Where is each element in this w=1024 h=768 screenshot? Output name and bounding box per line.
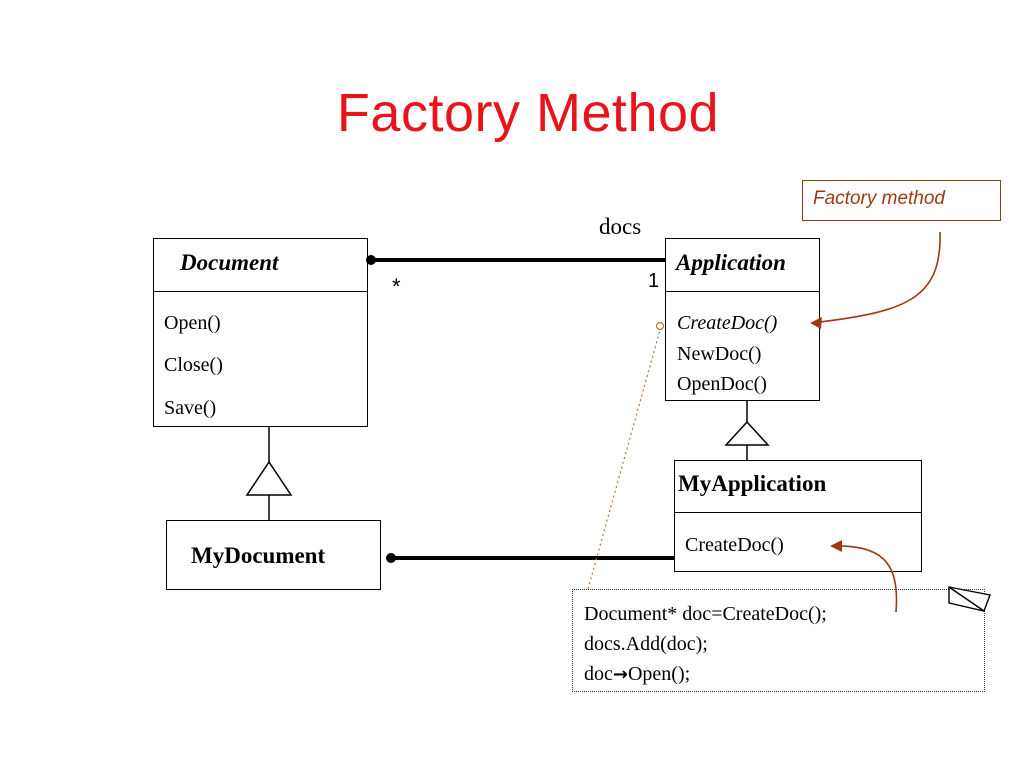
mydocument-class-name: MyDocument bbox=[191, 543, 326, 568]
note-line: doc→Open(); bbox=[584, 659, 984, 690]
note-line-rest: Open(); bbox=[627, 663, 691, 685]
code-note: Document* doc=CreateDoc(); docs.Add(doc)… bbox=[572, 589, 985, 692]
document-operation: Save() bbox=[164, 397, 217, 419]
note-anchor-line bbox=[587, 329, 661, 590]
note-line: docs.Add(doc); bbox=[584, 633, 708, 655]
note-corner-icon bbox=[948, 586, 991, 612]
note-line-prefix: doc bbox=[584, 663, 613, 685]
note-line: Document* doc=CreateDoc(); bbox=[584, 603, 827, 625]
application-class-name: Application bbox=[676, 250, 786, 275]
myapplication-class-name: MyApplication bbox=[678, 471, 827, 496]
callout-text: Factory method bbox=[813, 188, 945, 209]
mydocument-class: MyDocument bbox=[166, 520, 381, 590]
document-class-name: Document bbox=[180, 250, 279, 275]
slide-title: Factory Method bbox=[336, 83, 720, 143]
document-class: Document Open() Close() Save() bbox=[153, 238, 368, 427]
association-end-dot bbox=[366, 255, 376, 265]
association-role-label: docs bbox=[599, 214, 642, 239]
application-class: Application CreateDoc() NewDoc() OpenDoc… bbox=[665, 238, 820, 401]
application-operation: CreateDoc() bbox=[677, 312, 778, 334]
inheritance-triangle-icon bbox=[245, 460, 293, 496]
application-operation: NewDoc() bbox=[677, 343, 762, 365]
association-end-dot bbox=[386, 553, 396, 563]
application-class-header: Application bbox=[666, 239, 819, 292]
document-operation: Close() bbox=[164, 354, 223, 376]
factory-method-callout: Factory method bbox=[802, 180, 1001, 221]
multiplicity-many: * bbox=[392, 274, 401, 299]
right-arrow-icon: → bbox=[612, 664, 628, 685]
note-anchor-circle bbox=[655, 321, 665, 331]
document-operation: Open() bbox=[164, 312, 221, 334]
note-arrowhead-icon bbox=[830, 540, 842, 552]
myapplication-operation: CreateDoc() bbox=[685, 534, 784, 556]
myapplication-class-header: MyApplication bbox=[675, 461, 921, 513]
callout-curve bbox=[811, 231, 941, 324]
note-curve bbox=[831, 545, 898, 613]
callout-arrowhead-icon bbox=[810, 317, 822, 329]
myapplication-class: MyApplication CreateDoc() bbox=[674, 460, 922, 572]
application-operation: OpenDoc() bbox=[677, 373, 767, 395]
document-class-header: Document bbox=[154, 239, 367, 292]
inheritance-triangle-icon bbox=[724, 420, 770, 446]
multiplicity-one: 1 bbox=[648, 270, 660, 292]
